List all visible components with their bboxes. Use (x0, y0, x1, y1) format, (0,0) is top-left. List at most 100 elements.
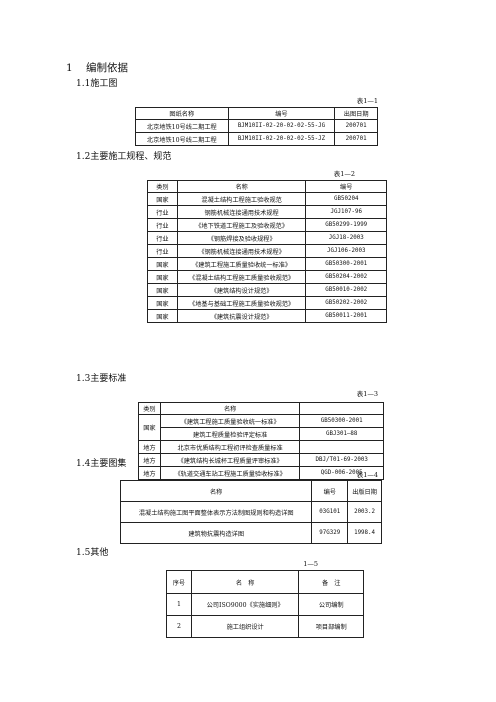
table-cell: GB50299-1999 (305, 218, 387, 232)
table-row: 国家 《建筑工程施工质量验收统一标准》 GB50300-2001 (138, 414, 384, 441)
table-row: 北京地铁10号线二期工程 BJM10II-02-20-02-02-55-JG 2… (135, 119, 378, 133)
table-row: 国家《建筑工程施工质量验收统一标准》GB50300-2001 (147, 257, 387, 271)
table-cell: GB50204 (305, 192, 387, 206)
table-cell: 钢筋机械连接通用技术规程 (176, 205, 307, 219)
table-cell: GB50300-2001 (299, 414, 384, 428)
header-cell: 备 注 (298, 570, 364, 594)
table-1-5: 序号 名 称 备 注 1 公司ISO9000《实施细则》 公司编制 2 施工组织… (166, 570, 364, 638)
table-header-row: 类别 名称 (138, 402, 384, 415)
table-cell: 国家 (138, 414, 161, 441)
table-cell: 国家 (147, 257, 178, 271)
table-cell: 国家 (147, 296, 178, 310)
table-cell: 北京地铁10号线二期工程 (135, 132, 229, 146)
header-cell (299, 402, 384, 415)
table-cell: GBJ301—88 (299, 427, 384, 441)
table-cell: 国家 (147, 309, 178, 323)
table-cell: 97G329 (311, 522, 349, 544)
table-cell: 国家 (147, 283, 178, 297)
subsection-1-3-title: 1.3主要标准 (76, 374, 127, 384)
header-cell: 编号 (311, 480, 349, 502)
table-cell: 国家 (147, 192, 178, 206)
header-cell: 类别 (147, 180, 178, 193)
table-cell: JGJ106-2003 (305, 244, 387, 258)
table-row: 2 施工组织设计 项目部编制 (166, 615, 364, 638)
header-cell: 编号 (305, 180, 387, 193)
table-row: 1 公司ISO9000《实施细则》 公司编制 (166, 593, 364, 616)
table-cell: 200701 (334, 132, 378, 146)
table-row: 行业《钢筋机械连接通用技术规程》JGJ106-2003 (147, 244, 387, 258)
table-cell: 1 (166, 593, 192, 616)
table-cell: 行业 (147, 205, 178, 219)
table-cell: GB50202-2002 (305, 296, 387, 310)
table-cell: 建筑工程质量检验评定标准 (159, 427, 301, 441)
table-cell: 《建筑工程施工质量验收统一标准》 (159, 414, 301, 428)
header-cell: 出版日期 (347, 480, 382, 502)
table-cell: GB50010-2002 (305, 283, 387, 297)
table-cell: BJM10II-02-20-02-02-55-JG (227, 119, 336, 133)
header-cell: 名 称 (190, 570, 300, 594)
table-row: 国家《建筑抗震设计规范》GB50011-2001 (147, 309, 387, 323)
table-cell: 《建筑结构设计规范》 (176, 283, 307, 297)
table-row: 行业《地下铁道工程施工及验收规范》GB50299-1999 (147, 218, 387, 232)
table-cell: 项目部编制 (298, 615, 364, 638)
table-cell: 地方 (138, 466, 161, 480)
table-cell: JGJ18-2003 (305, 231, 387, 245)
table-cell: 地方 (138, 453, 161, 467)
table-row: 行业《钢筋焊接及验收规程》JGJ18-2003 (147, 231, 387, 245)
table-header-row: 类别 名称 编号 (147, 180, 387, 193)
table-cell: 2 (166, 615, 192, 638)
table-cell: 国家 (147, 270, 178, 284)
table-cell: 混凝土结构工程施工验收规范 (176, 192, 307, 206)
section-title: 编制依据 (86, 62, 129, 74)
subsection-1-5-title: 1.5其他 (76, 548, 109, 558)
table-cell: 行业 (147, 218, 178, 232)
subsection-1-4-title: 1.4主要图集 (76, 459, 127, 469)
table-1-2-caption: 表1—2 (333, 170, 355, 178)
header-cell: 编号 (227, 107, 336, 120)
table-cell: 混凝土结构施工图平面整体表示方法制图规则和构造详图 (119, 501, 313, 523)
table-cell: 1998.4 (347, 522, 382, 544)
table-cell: 《钢筋机械连接通用技术规程》 (176, 244, 307, 258)
table-cell: 《钢筋焊接及验收规程》 (176, 231, 307, 245)
table-row: 地方北京市优质结构工程初评检查质量标准 (138, 440, 384, 454)
table-1-4-caption: 表1—4 (356, 471, 378, 479)
table-cell: 地方 (138, 440, 161, 454)
table-row: 建筑物抗震构造详图 97G329 1998.4 (119, 522, 382, 544)
subsection-1-2-title: 1.2主要施工规程、规范 (76, 152, 172, 162)
table-header-row: 名称 编号 出版日期 (119, 480, 382, 502)
table-1-1: 图纸名称 编号 出图日期 北京地铁10号线二期工程 BJM10II-02-20-… (135, 107, 378, 146)
subsection-1-1-title: 1.1施工图 (76, 79, 118, 89)
table-row: 建筑工程质量检验评定标准 GBJ301—88 (139, 427, 384, 441)
table-row: 混凝土结构施工图平面整体表示方法制图规则和构造详图 03G101 2003.2 (119, 501, 382, 523)
table-cell: 施工组织设计 (190, 615, 300, 638)
table-cell: 公司ISO9000《实施细则》 (190, 593, 300, 616)
table-cell: DBJ/T01-69-2003 (299, 453, 384, 467)
table-1-3: 类别 名称 国家 《建筑工程施工质量验收统一标准》 GB50300-2001 建… (138, 402, 384, 480)
table-cell: 03G101 (311, 501, 349, 523)
table-1-3-caption: 表1—3 (356, 390, 378, 398)
table-row: 北京地铁10号线二期工程 BJM10II-02-20-02-02-55-JZ 2… (135, 132, 378, 146)
header-cell: 名称 (119, 480, 313, 502)
header-cell: 类别 (138, 402, 161, 415)
table-cell: 《建筑抗震设计规范》 (176, 309, 307, 323)
table-cell: 行业 (147, 244, 178, 258)
table-cell: 行业 (147, 231, 178, 245)
table-row: 地方《轨道交通车站工程施工质量验收标准》QGD-006-2005 (138, 466, 384, 480)
table-row: 国家《建筑结构设计规范》GB50010-2002 (147, 283, 387, 297)
table-cell (299, 440, 384, 454)
table-cell: 《混凝土结构工程施工质量验收规范》 (176, 270, 307, 284)
header-cell: 出图日期 (334, 107, 378, 120)
table-header-row: 图纸名称 编号 出图日期 (135, 107, 378, 120)
table-cell: 2003.2 (347, 501, 382, 523)
header-cell: 序号 (166, 570, 192, 594)
table-1-1-caption: 表1—1 (356, 97, 378, 105)
table-cell: 北京地铁10号线二期工程 (135, 119, 229, 133)
table-cell: 200701 (334, 119, 378, 133)
table-cell: GB50011-2001 (305, 309, 387, 323)
table-cell: 建筑物抗震构造详图 (119, 522, 313, 544)
table-cell: 《轨道交通车站工程施工质量验收标准》 (159, 466, 301, 480)
table-cell: GB50204-2002 (305, 270, 387, 284)
